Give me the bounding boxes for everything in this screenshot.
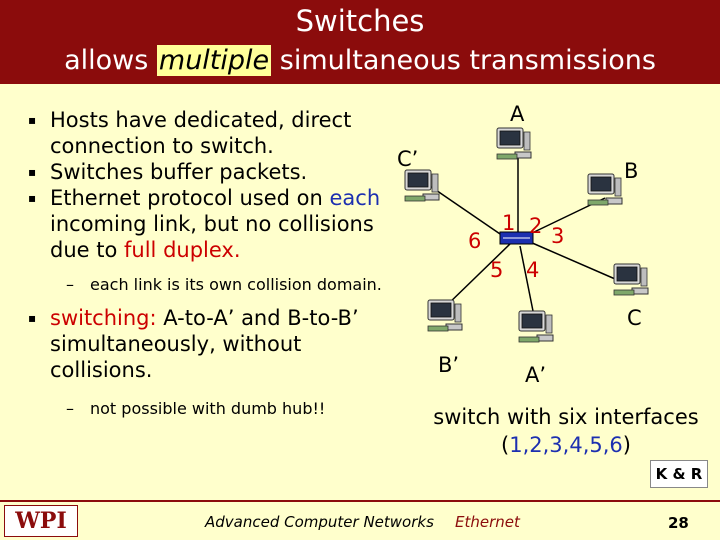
footer-divider (0, 500, 720, 502)
bullet-ethernet-each: each (329, 186, 381, 210)
port-4-label: 4 (526, 258, 539, 282)
bullet-ethernet: Ethernet protocol used on each incoming … (18, 185, 398, 263)
caption-close-paren: ) (622, 433, 631, 457)
host-c-prime-icon (404, 169, 440, 202)
footer-course: Advanced Computer Networks (205, 513, 434, 531)
port-6-label: 6 (468, 229, 481, 253)
port-1-label: 1 (502, 211, 515, 235)
bullet-switching-label: switching: (50, 306, 157, 330)
wpi-logo: WPI (4, 505, 78, 537)
bullet-ethernet-full-duplex: full duplex. (124, 238, 241, 262)
kr-badge: K & R (650, 460, 708, 488)
subtitle-post: simultaneous transmissions (279, 45, 656, 76)
subtitle-highlight: multiple (156, 45, 272, 76)
link-c (529, 241, 623, 283)
port-3-label: 3 (551, 224, 564, 248)
caption-ports: 1,2,3,4,5,6 (509, 433, 623, 457)
port-2-label: 2 (529, 214, 542, 238)
subtitle-pre: allows (64, 45, 149, 76)
slide-title: Switches (295, 4, 425, 38)
caption-line2: (1,2,3,4,5,6) (412, 431, 720, 459)
host-b-icon (587, 173, 623, 206)
diagram-caption: switch with six interfaces (1,2,3,4,5,6) (412, 403, 720, 459)
host-a-icon (496, 127, 532, 160)
footer-topic: Ethernet (455, 513, 520, 531)
bullet-ethernet-pre: Ethernet protocol used on (50, 186, 323, 210)
host-c-prime-label: C’ (397, 147, 418, 171)
host-a-label: A (510, 102, 525, 126)
slide-subtitle: allows multiple simultaneous transmissio… (0, 44, 720, 78)
host-a-prime-label: A’ (525, 363, 546, 387)
port-5-label: 5 (490, 258, 503, 282)
link-b-prime (443, 243, 511, 309)
bullet-list: Hosts have dedicated, direct connection … (18, 107, 398, 419)
bullet-ethernet-mid: incoming link, but no collisions due to (50, 212, 374, 262)
host-b-prime-icon (427, 299, 463, 332)
bullet-switching-rest: A-to-A’ and B-to-B’ simultaneously, with… (50, 306, 359, 382)
sub-bullet-collision-domain: each link is its own collision domain. (18, 275, 398, 295)
caption-open-paren: ( (501, 433, 510, 457)
link-c-prime (429, 185, 504, 237)
host-a-prime-icon (518, 310, 554, 343)
host-b-prime-label: B’ (438, 353, 459, 377)
bullet-dedicated: Hosts have dedicated, direct connection … (18, 107, 398, 159)
title-bar: Switches allows multiple simultaneous tr… (0, 0, 720, 84)
host-b-label: B (624, 159, 638, 183)
sub-bullet-dumb-hub: not possible with dumb hub!! (18, 399, 398, 419)
host-c-label: C (627, 306, 642, 330)
bullet-switching: switching: A-to-A’ and B-to-B’ simultane… (18, 305, 398, 383)
host-c-icon (613, 263, 649, 296)
bullet-buffer: Switches buffer packets. (18, 159, 398, 185)
caption-line1: switch with six interfaces (433, 405, 699, 429)
page-number: 28 (668, 514, 689, 532)
